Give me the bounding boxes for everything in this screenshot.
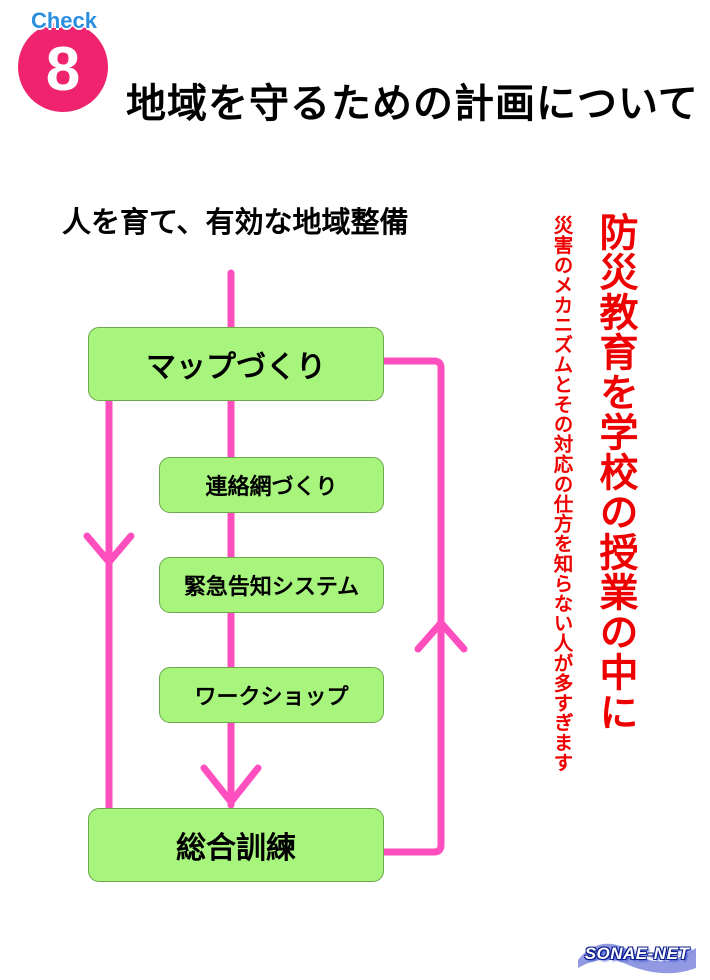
logo-text: SONAE-NET <box>584 944 690 963</box>
node-map-making: マップづくり <box>88 327 384 401</box>
node-label: 連絡網づくり <box>205 475 338 500</box>
node-emergency-alert-system: 緊急告知システム <box>159 557 384 613</box>
diagram-subtitle: 人を育て、有効な地域整備 <box>62 205 409 239</box>
page-title: 地域を守るための計画について <box>126 81 699 127</box>
node-label: 総合訓練 <box>176 831 296 866</box>
center-arrowhead-down <box>200 764 262 806</box>
right-arrowhead-up <box>414 619 468 653</box>
right-return-line <box>379 357 445 856</box>
node-contact-network: 連絡網づくり <box>159 457 384 513</box>
check-number: 8 <box>45 35 81 104</box>
node-label: マップづくり <box>146 350 326 385</box>
left-arrowhead-down <box>83 532 135 566</box>
logo-wave-icon <box>578 943 696 974</box>
node-label: 緊急告知システム <box>183 575 360 600</box>
sidebar-headline: 防災教育を学校の授業の中に <box>593 212 638 732</box>
check-label: Check <box>30 8 98 33</box>
node-label: ワークショップ <box>194 685 349 710</box>
node-workshop: ワークショップ <box>159 667 384 723</box>
node-comprehensive-drill: 総合訓練 <box>88 808 384 882</box>
sidebar-note: 災害のメカニズムとその対応の仕方を知らない人が多すぎます <box>550 215 573 773</box>
sonae-net-logo: SONAE-NET <box>574 938 700 974</box>
check-badge <box>18 22 108 112</box>
